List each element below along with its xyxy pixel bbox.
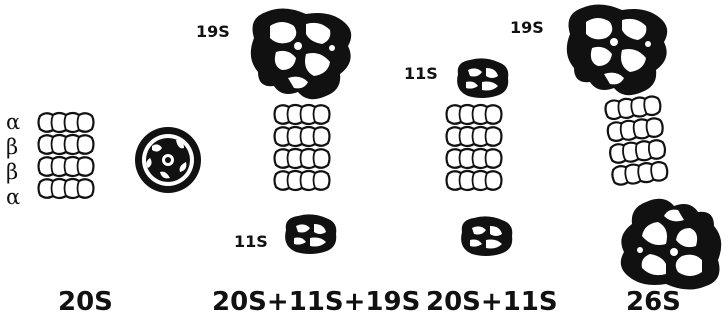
20s-top-view bbox=[135, 127, 201, 193]
annotation-19s-b: 19S bbox=[196, 22, 230, 41]
complex-26s bbox=[567, 4, 721, 289]
annotation-19s-d: 19S bbox=[510, 18, 544, 37]
complex-20s-11s-19s bbox=[251, 8, 351, 254]
caption-26s: 26S bbox=[626, 287, 681, 317]
caption-20s: 20S bbox=[58, 287, 113, 317]
subunit-label-beta-1: β bbox=[6, 137, 18, 158]
annotation-11s-c: 11S bbox=[404, 64, 438, 83]
subunit-label-beta-2: β bbox=[6, 162, 18, 183]
caption-20s-11s-19s: 20S+11S+19S bbox=[212, 287, 420, 317]
subunit-label-alpha-top: α bbox=[6, 112, 20, 133]
caption-20s-11s: 20S+11S bbox=[426, 287, 558, 317]
complex-20s-11s bbox=[447, 58, 513, 256]
20s-side-view bbox=[39, 113, 94, 198]
subunit-label-alpha-bottom: α bbox=[6, 187, 20, 208]
annotation-11s-b: 11S bbox=[234, 232, 268, 251]
